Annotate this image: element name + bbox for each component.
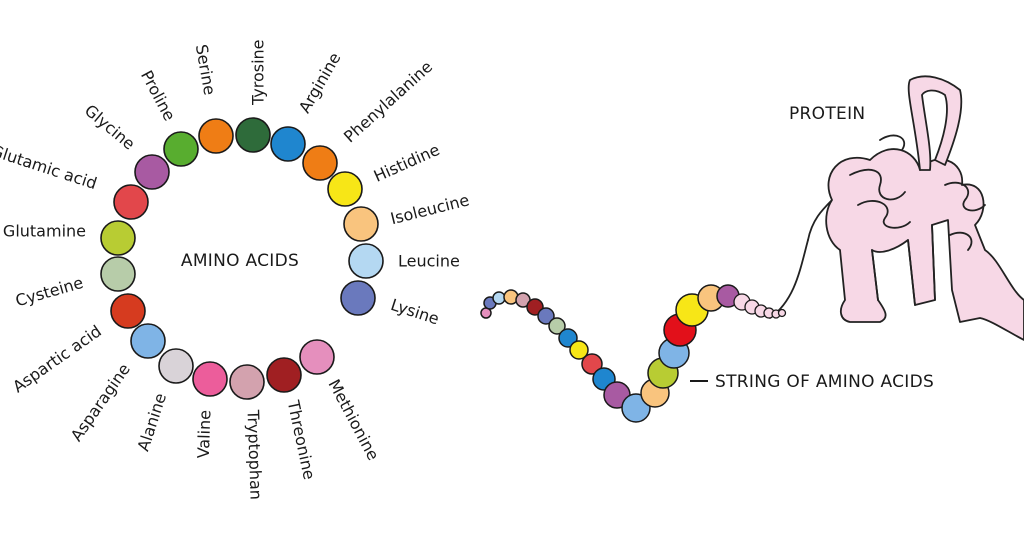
amino-acid-bead-valine <box>192 361 228 397</box>
amino-acid-label-methionine: Methionine <box>324 376 383 463</box>
amino-acid-label-threonine: Threonine <box>283 398 318 482</box>
amino-acid-label-tyrosine: Tyrosine <box>249 39 268 106</box>
amino-acid-label-valine: Valine <box>194 410 215 459</box>
amino-acid-bead-methionine <box>299 339 335 375</box>
protein-label: PROTEIN <box>789 104 865 124</box>
chain-bead <box>558 328 578 348</box>
amino-acid-bead-arginine <box>270 126 306 162</box>
amino-acid-label-cysteine: Cysteine <box>13 273 85 310</box>
amino-acid-label-glutamic-acid: Glutamic acid <box>0 141 99 193</box>
amino-acid-bead-glycine <box>134 154 170 190</box>
amino-acid-label-lysine: Lysine <box>388 295 441 328</box>
chain-bead <box>537 307 555 325</box>
amino-acid-bead-threonine <box>266 357 302 393</box>
amino-acid-label-isoleucine: Isoleucine <box>388 190 471 228</box>
amino-acid-bead-histidine <box>327 171 363 207</box>
amino-acid-label-leucine: Leucine <box>398 252 460 271</box>
chain-tail-bead <box>777 308 787 318</box>
amino-acid-label-arginine: Arginine <box>295 49 345 116</box>
amino-acid-label-glycine: Glycine <box>81 101 139 154</box>
amino-acid-label-tryptophan: Tryptophan <box>243 409 265 501</box>
amino-acid-bead-cysteine <box>100 256 136 292</box>
amino-acid-bead-tryptophan <box>229 364 265 400</box>
amino-acid-label-alanine: Alanine <box>134 391 171 454</box>
amino-acid-label-glutamine: Glutamine <box>3 222 86 241</box>
amino-acid-label-proline: Proline <box>137 67 179 124</box>
chain-bead <box>492 291 506 305</box>
amino-acid-label-phenylalanine: Phenylalanine <box>340 57 436 146</box>
chain-bead <box>569 340 589 360</box>
amino-acid-bead-glutamic-acid <box>113 184 149 220</box>
amino-acid-bead-lysine <box>340 280 376 316</box>
chain-bead <box>581 353 603 375</box>
amino-acid-bead-serine <box>198 118 234 154</box>
amino-acid-label-aspartic-acid: Aspartic acid <box>9 321 105 396</box>
amino-acid-label-histidine: Histidine <box>371 140 443 186</box>
amino-acid-bead-leucine <box>348 243 384 279</box>
amino-acid-label-serine: Serine <box>192 43 220 97</box>
amino-acid-bead-proline <box>163 131 199 167</box>
amino-acid-bead-asparagine <box>130 323 166 359</box>
amino-acid-bead-tyrosine <box>235 117 271 153</box>
string-label: STRING OF AMINO ACIDS <box>715 372 934 392</box>
amino-acid-label-asparagine: Asparagine <box>67 360 134 445</box>
amino-acid-bead-aspartic-acid <box>110 293 146 329</box>
amino-acid-bead-alanine <box>158 348 194 384</box>
amino-acid-bead-glutamine <box>100 220 136 256</box>
amino-acid-string <box>480 284 787 423</box>
ring-title: AMINO ACIDS <box>181 251 299 271</box>
protein-tether <box>769 239 809 319</box>
chain-bead <box>548 317 566 335</box>
protein-structure <box>769 75 1024 341</box>
amino-acid-bead-phenylalanine <box>302 145 338 181</box>
amino-acid-bead-isoleucine <box>343 206 379 242</box>
